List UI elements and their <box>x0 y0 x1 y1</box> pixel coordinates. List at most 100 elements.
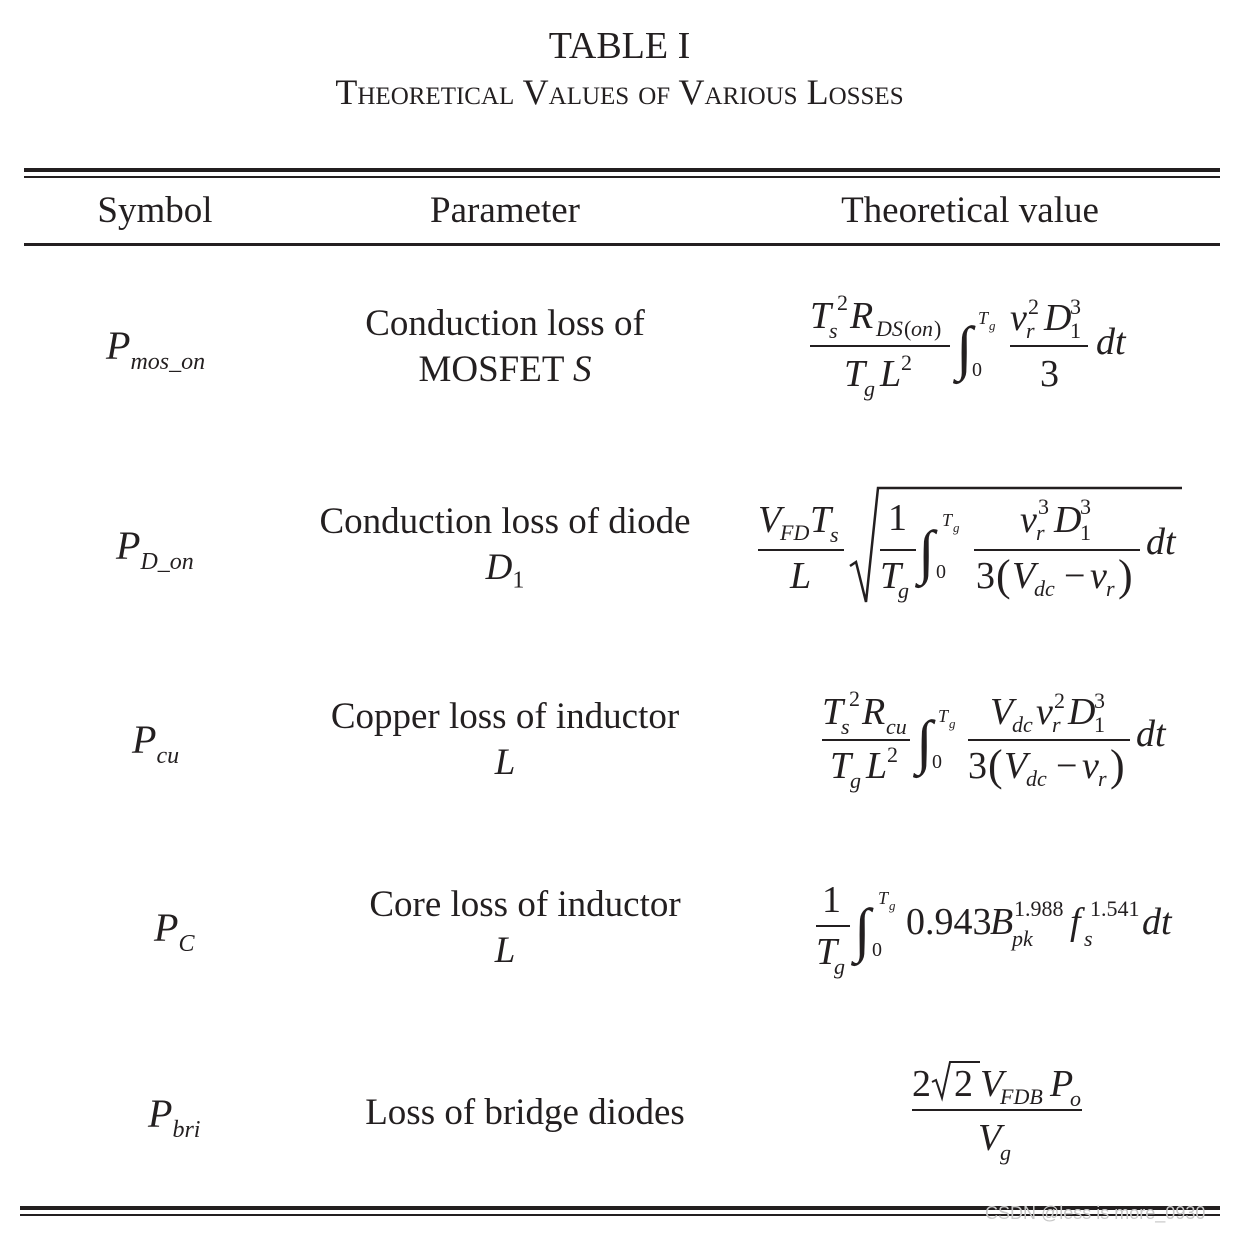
svg-text:∫: ∫ <box>913 709 936 779</box>
svg-text:1.541: 1.541 <box>1090 896 1140 921</box>
svg-text:3: 3 <box>1094 688 1105 713</box>
top-rule-thick <box>24 168 1220 172</box>
svg-text:T: T <box>880 555 904 597</box>
svg-text:0: 0 <box>936 561 946 583</box>
svg-text:): ) <box>934 316 941 341</box>
header-parameter: Parameter <box>430 190 580 231</box>
svg-text:0: 0 <box>972 359 982 381</box>
parameter-core-loss: Core loss of inductor L <box>320 882 730 974</box>
svg-text:2: 2 <box>1054 688 1065 713</box>
header-symbol: Symbol <box>97 190 213 231</box>
svg-text:2: 2 <box>901 350 912 375</box>
svg-text:g: g <box>850 768 861 793</box>
svg-text:3: 3 <box>1080 494 1091 519</box>
svg-text:r: r <box>1106 576 1115 601</box>
parameter-line: D1 <box>485 547 525 594</box>
svg-text:g: g <box>949 716 956 731</box>
svg-text:g: g <box>989 318 996 333</box>
svg-text:D: D <box>1043 297 1071 339</box>
svg-text:dt: dt <box>1146 521 1177 563</box>
svg-text:2: 2 <box>887 742 898 767</box>
svg-text:FD: FD <box>779 520 809 545</box>
svg-text:f: f <box>1070 901 1085 943</box>
svg-text:dc: dc <box>1026 766 1047 791</box>
formula-p-bri: 2 2 V FDB P o V g <box>912 1061 1082 1165</box>
svg-text:v: v <box>1010 297 1027 339</box>
svg-text:3: 3 <box>976 555 995 597</box>
svg-text:V: V <box>1012 555 1039 597</box>
symbol-p-mos-on: Pmos_on <box>106 323 206 375</box>
svg-text:v: v <box>1036 691 1053 733</box>
svg-text:s: s <box>1084 926 1093 951</box>
top-rule-thin <box>24 176 1220 178</box>
parameter-line: L <box>494 742 516 783</box>
svg-text:T: T <box>844 353 868 395</box>
watermark: CSDN @less is more_0930 <box>985 1203 1206 1223</box>
svg-text:1: 1 <box>822 879 841 921</box>
table-title: TABLE I <box>548 25 691 67</box>
bottom-rule-thin <box>20 1214 1220 1216</box>
svg-text:3: 3 <box>1070 294 1081 319</box>
symbol-p-bri: Pbri <box>148 1091 201 1143</box>
svg-text:T: T <box>938 706 950 726</box>
svg-text:(: ( <box>988 741 1003 790</box>
svg-text:∫: ∫ <box>953 315 976 385</box>
svg-text:−: − <box>1064 555 1085 597</box>
svg-text:3: 3 <box>1038 494 1049 519</box>
svg-text:1: 1 <box>1094 712 1105 737</box>
svg-text:s: s <box>829 318 838 343</box>
formula-p-c: 1 T g ∫ T g 0 0.943 B pk 1.988 f s 1.541… <box>816 879 1173 979</box>
symbol-p-c: PC <box>154 905 195 957</box>
svg-text:3: 3 <box>968 745 987 787</box>
svg-text:dc: dc <box>1034 576 1055 601</box>
svg-text:dt: dt <box>1136 713 1167 755</box>
svg-text:2: 2 <box>837 290 848 315</box>
header-rule <box>24 243 1220 246</box>
parameter-mosfet-conduction: Conduction loss of MOSFET S <box>300 301 710 393</box>
parameter-line: Conduction loss of diode <box>319 501 691 542</box>
svg-text:2: 2 <box>912 1063 931 1105</box>
svg-text:r: r <box>1052 712 1061 737</box>
svg-text:v: v <box>1090 555 1107 597</box>
parameter-bridge-diodes: Loss of bridge diodes <box>320 1090 730 1136</box>
svg-text:L: L <box>879 353 901 395</box>
parameter-line: L <box>494 930 516 971</box>
formula-p-d-on: V FD T s L 1 T g ∫ T g 0 v r 3 D 1 3 3 (… <box>758 486 1182 603</box>
svg-text:V: V <box>758 499 785 541</box>
svg-text:v: v <box>1020 499 1037 541</box>
symbol-p-cu: Pcu <box>132 717 180 769</box>
svg-text:V: V <box>990 691 1017 733</box>
svg-text:R: R <box>849 295 873 337</box>
svg-text:L: L <box>865 745 887 787</box>
formula-p-cu: T s 2 R cu T g L 2 ∫ T g 0 V dc v r 2 D … <box>822 686 1167 793</box>
bottom-rule-thick <box>20 1206 1220 1210</box>
svg-text:dt: dt <box>1096 321 1127 363</box>
svg-text:V: V <box>1004 745 1031 787</box>
svg-text:r: r <box>1098 766 1107 791</box>
svg-text:B: B <box>990 901 1013 943</box>
svg-text:): ) <box>1110 741 1125 790</box>
svg-text:T: T <box>816 931 840 973</box>
svg-text:pk: pk <box>1010 926 1034 951</box>
svg-text:2: 2 <box>1028 294 1039 319</box>
svg-text:∫: ∫ <box>851 897 874 967</box>
svg-text:2: 2 <box>954 1063 973 1105</box>
parameter-line: Copper loss of inductor <box>330 696 680 737</box>
svg-text:dt: dt <box>1142 901 1173 943</box>
svg-text:o: o <box>1070 1086 1081 1111</box>
svg-text:0: 0 <box>932 751 942 773</box>
parameter-line: Core loss of inductor <box>369 884 681 925</box>
svg-text:FDB: FDB <box>999 1084 1043 1109</box>
svg-text:T: T <box>878 888 890 908</box>
svg-text:DS: DS <box>875 316 903 341</box>
svg-text:v: v <box>1082 745 1099 787</box>
svg-text:V: V <box>980 1063 1007 1105</box>
svg-text:1: 1 <box>1080 520 1091 545</box>
header-theoretical-value: Theoretical value <box>841 190 1099 231</box>
svg-text:dc: dc <box>1012 712 1033 737</box>
svg-text:T: T <box>978 308 990 328</box>
svg-text:g: g <box>953 520 960 535</box>
svg-text:(: ( <box>996 551 1011 600</box>
parameter-copper-loss: Copper loss of inductor L <box>300 694 710 786</box>
symbol-p-d-on: PD_on <box>116 523 194 575</box>
